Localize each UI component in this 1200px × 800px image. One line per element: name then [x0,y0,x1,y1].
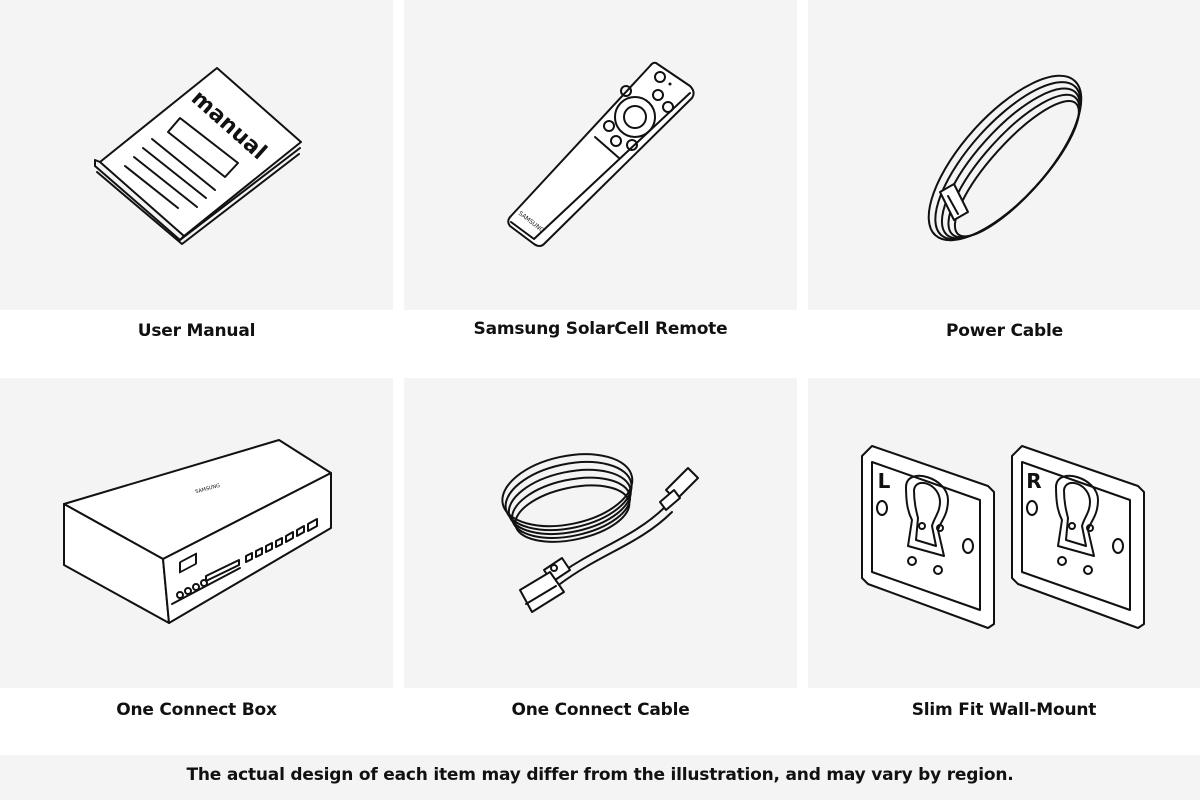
label-slim-fit-wall-mount: Slim Fit Wall-Mount [911,700,1097,720]
label-user-manual: User Manual [137,321,256,341]
one-connect-cable-panel [404,378,797,688]
power-cable-panel [808,0,1200,310]
user-manual-panel: manual [0,0,393,310]
remote-control-icon: SAMSUNG [507,61,695,247]
label-power-cable: Power Cable [946,321,1063,341]
label-solarcell-remote: Samsung SolarCell Remote [473,319,728,339]
solarcell-remote-panel: SAMSUNG [404,0,797,310]
one-connect-box-icon: SAMSUNG [63,439,332,624]
wall-mount-panel: L R [808,378,1200,688]
label-one-connect-box: One Connect Box [116,700,277,720]
disclaimer-text: The actual design of each item may diffe… [0,755,1200,800]
label-one-connect-cable: One Connect Cable [511,700,690,720]
power-cable-icon [927,74,1083,242]
one-connect-cable-icon [501,453,699,613]
right-bracket-mark: R [1026,469,1041,493]
wall-mount-brackets-icon: L R [861,445,1145,629]
one-connect-box-panel: SAMSUNG [0,378,393,688]
manual-book-icon: manual [94,67,302,245]
left-bracket-mark: L [878,469,891,493]
